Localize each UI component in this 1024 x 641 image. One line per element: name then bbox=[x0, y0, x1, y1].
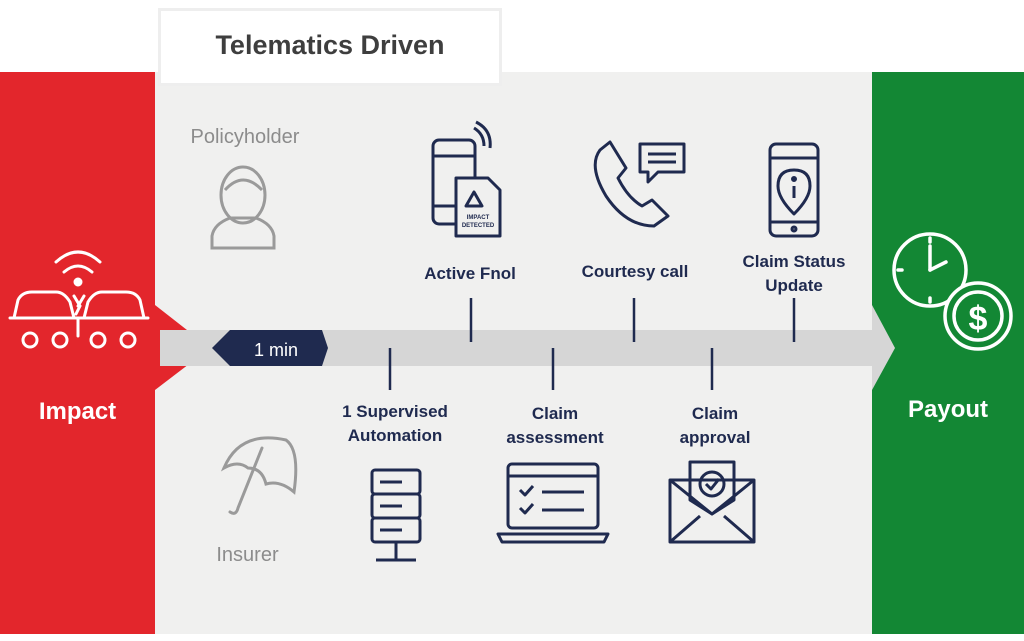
server-icon bbox=[370, 468, 422, 562]
step-approval-line2: approval bbox=[679, 428, 751, 447]
impact-text: IMPACT bbox=[467, 215, 490, 221]
title-box bbox=[158, 8, 502, 86]
umbrella-icon bbox=[220, 436, 298, 515]
step-active-fnol: Active Fnol bbox=[424, 264, 516, 283]
step-claim-status-line2: Update bbox=[765, 276, 823, 295]
step-claim-approval: Claim approval bbox=[655, 402, 775, 450]
step-assessment-line2: assessment bbox=[506, 428, 604, 447]
envelope-check-icon bbox=[668, 460, 756, 544]
insurer-label: Insurer bbox=[216, 544, 279, 566]
step-courtesy-call: Courtesy call bbox=[581, 262, 689, 281]
diagram-title: Telematics Driven bbox=[215, 30, 445, 60]
step-approval-line1: Claim bbox=[691, 404, 739, 423]
one-min-badge bbox=[212, 330, 328, 366]
step-claim-status-line1: Claim Status bbox=[742, 252, 846, 271]
detected-text: DETECTED bbox=[462, 223, 495, 229]
clock-dollar-icon bbox=[892, 232, 1013, 351]
step-supervised-line1: 1 Supervised bbox=[342, 402, 448, 421]
timer-label: 1 min bbox=[253, 340, 298, 360]
phone-call-chat-icon bbox=[593, 140, 686, 228]
phone-impact-detected-icon bbox=[431, 120, 502, 238]
policyholder-label: Policyholder bbox=[190, 126, 300, 148]
impact-label: Impact bbox=[38, 398, 117, 425]
step-assessment-line1: Claim bbox=[531, 404, 579, 423]
step-claim-assessment: Claim assessment bbox=[490, 402, 620, 450]
dollar-sign-icon: $ bbox=[969, 300, 988, 338]
impact-band bbox=[0, 72, 155, 634]
policyholder-icon bbox=[210, 165, 276, 250]
step-supervised-automation: 1 Supervised Automation bbox=[325, 400, 465, 448]
mobile-info-icon bbox=[768, 142, 820, 238]
payout-label: Payout bbox=[907, 396, 988, 423]
payout-band bbox=[872, 72, 1024, 634]
step-supervised-line2: Automation bbox=[347, 426, 443, 445]
car-crash-icon bbox=[8, 250, 150, 349]
step-claim-status-update: Claim Status Update bbox=[724, 250, 864, 298]
laptop-checklist-icon bbox=[496, 462, 610, 544]
